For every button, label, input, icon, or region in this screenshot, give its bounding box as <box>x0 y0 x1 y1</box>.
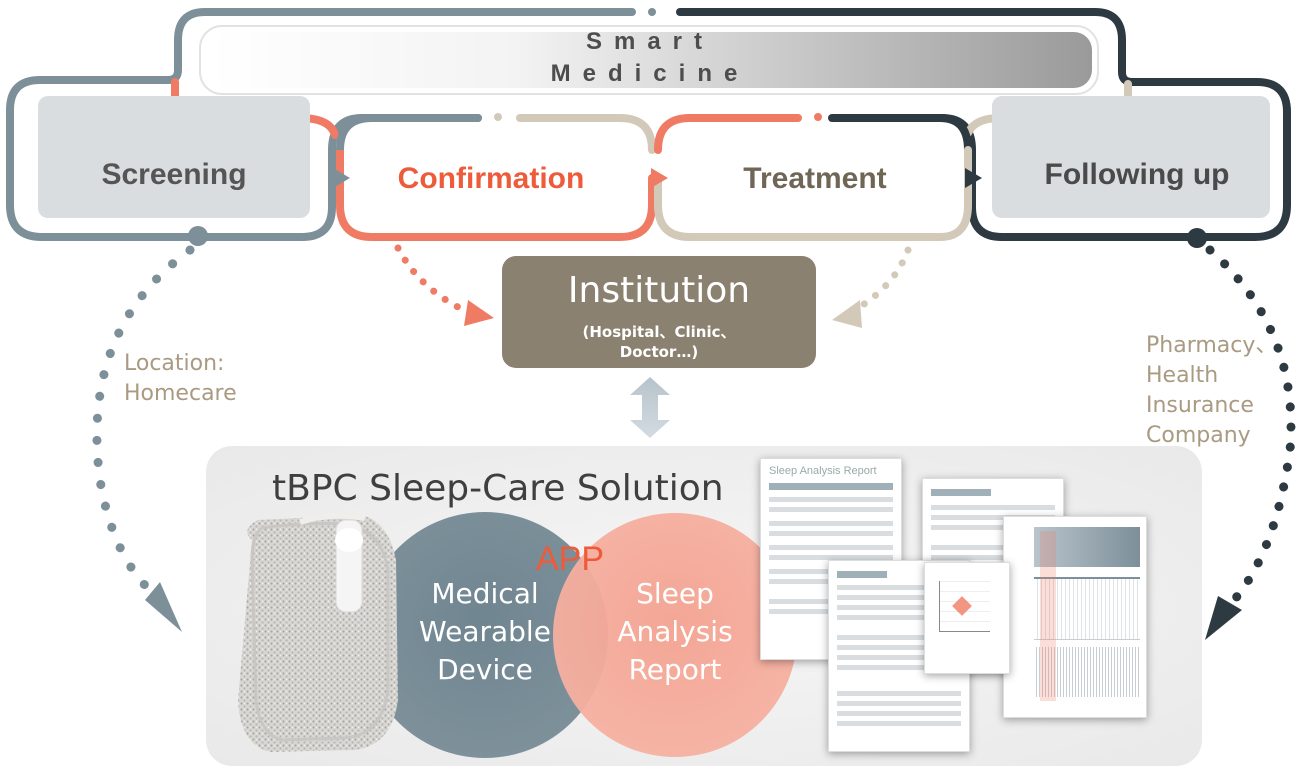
app-label: APP <box>536 540 605 578</box>
stage-treatment: Treatment <box>743 162 887 195</box>
top-bracket-left <box>6 8 636 241</box>
smart-medicine-line2: Medicine <box>550 60 750 87</box>
arrow-screening-to-confirmation <box>333 168 350 188</box>
institution-subtitle-1: (Hospital、Clinic、 <box>582 323 736 341</box>
report-circle-label: Sleep Analysis Report <box>617 577 733 686</box>
stakeholders-note: Pharmacy、 Health Insurance Company <box>1146 333 1278 448</box>
report-page-header: Sleep Analysis Report <box>769 465 877 477</box>
arrow-left-down <box>145 582 182 632</box>
stage-following-up: Following up <box>1044 158 1230 191</box>
smart-medicine-title: Smart Medicine <box>208 26 1092 90</box>
stage-screening: Screening <box>101 158 247 191</box>
smart-medicine-line1: Smart <box>585 28 715 55</box>
location-note: Location: Homecare <box>124 351 237 406</box>
arrow-confirmation-to-treatment <box>651 168 668 188</box>
device-circle <box>362 512 608 758</box>
report-page-5 <box>924 562 1010 674</box>
report-page-3 <box>1003 516 1147 718</box>
following-up-box <box>992 96 1270 218</box>
arrow-right-down <box>1205 596 1242 640</box>
solution-title: tBPC Sleep-Care Solution <box>272 468 724 509</box>
bidirectional-arrow <box>630 377 670 438</box>
institution-box <box>502 256 816 368</box>
stage-confirmation: Confirmation <box>397 162 585 195</box>
smart-medicine-bar <box>208 32 1092 88</box>
report-circle <box>553 513 797 757</box>
institution-title: Institution <box>567 270 751 311</box>
wristband-image <box>238 512 398 752</box>
screening-box <box>38 96 310 218</box>
institution-subtitle-2: Doctor…) <box>619 343 699 361</box>
device-circle-label: Medical Wearable Device <box>419 577 551 686</box>
arrow-treatment-to-following-up <box>965 168 982 188</box>
